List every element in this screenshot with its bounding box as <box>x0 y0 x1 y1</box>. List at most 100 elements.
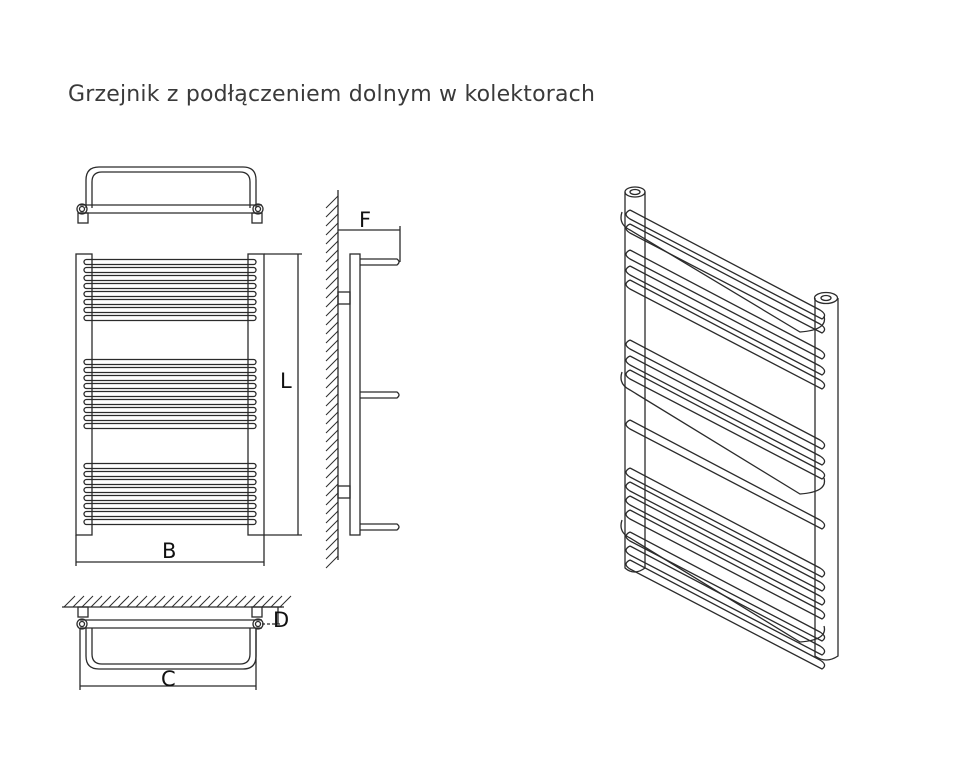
iso-bar <box>625 559 826 670</box>
hatch-line <box>325 420 339 434</box>
hatch-line <box>325 510 339 524</box>
front-bar <box>83 290 257 298</box>
iso-bar <box>625 531 826 642</box>
hatch-line <box>325 195 339 209</box>
hatch-line <box>325 402 339 416</box>
front-bar <box>83 282 257 290</box>
hatch-line <box>325 303 339 317</box>
iso-bar <box>625 467 826 578</box>
iso-bar <box>625 545 826 656</box>
front-bar <box>83 298 257 306</box>
hatch-line <box>135 595 148 608</box>
hatch-line <box>325 528 339 542</box>
front-view <box>75 253 265 536</box>
hatch-line <box>198 595 211 608</box>
wall-hatch <box>325 195 339 569</box>
hatch-line <box>325 330 339 344</box>
hatch-line <box>252 595 265 608</box>
hatch-line <box>144 595 157 608</box>
hatch-line <box>325 393 339 407</box>
iso-bar <box>625 249 826 360</box>
hatch-line <box>325 537 339 551</box>
iso-hook <box>620 371 826 495</box>
hatch-line <box>325 555 339 569</box>
hatch-line <box>171 595 184 608</box>
hatch-line <box>325 384 339 398</box>
iso-bar <box>625 495 826 606</box>
hatch-line <box>325 483 339 497</box>
front-bar <box>83 414 257 422</box>
iso-bar <box>625 355 826 466</box>
hatch-line <box>325 438 339 452</box>
hatch-line <box>325 231 339 245</box>
hatch-line <box>325 456 339 470</box>
iso-bar <box>625 339 826 450</box>
hatch-line <box>325 267 339 281</box>
front-bar <box>83 274 257 282</box>
hatch-line <box>325 501 339 515</box>
front-bar <box>83 382 257 390</box>
hatch-line <box>162 595 175 608</box>
hatch-line <box>325 213 339 227</box>
front-bar <box>83 314 257 322</box>
hatch-line <box>325 339 339 353</box>
hatch-line <box>325 474 339 488</box>
front-bar <box>83 518 257 526</box>
hatch-line <box>325 285 339 299</box>
front-bar <box>83 366 257 374</box>
hatch-line <box>325 240 339 254</box>
hatch-line <box>325 411 339 425</box>
iso-bar <box>625 265 826 376</box>
dimension-label-B: B <box>162 539 176 563</box>
side-bars <box>360 258 400 531</box>
hatch-line <box>325 546 339 560</box>
front-bar <box>83 258 257 266</box>
front-bar <box>83 478 257 486</box>
dimension-label-L: L <box>280 369 292 393</box>
front-bar <box>83 374 257 382</box>
front-bar <box>83 358 257 366</box>
hatch-line <box>325 519 339 533</box>
front-bar <box>83 422 257 430</box>
iso-bar <box>625 419 826 530</box>
hatch-line <box>180 595 193 608</box>
hatch-line <box>225 595 238 608</box>
front-bar <box>83 406 257 414</box>
hatch-line <box>126 595 139 608</box>
iso-bar <box>625 509 826 620</box>
hatch-line <box>81 595 94 608</box>
dimension-L <box>264 253 302 536</box>
front-bar <box>83 502 257 510</box>
dimension-label-F: F <box>359 208 371 232</box>
front-bar <box>83 470 257 478</box>
hatch-line <box>216 595 229 608</box>
dimension-F <box>338 226 401 262</box>
hatch-line <box>189 595 202 608</box>
front-bar <box>83 494 257 502</box>
iso-hook <box>620 211 826 333</box>
front-bar <box>83 306 257 314</box>
hatch-line <box>99 595 112 608</box>
hatch-line <box>325 465 339 479</box>
dimension-D <box>262 606 282 625</box>
hatch-line <box>72 595 85 608</box>
iso-hook <box>620 519 826 643</box>
hatch-line <box>243 595 256 608</box>
hatch-line <box>108 595 121 608</box>
dimension-label-C: C <box>161 667 176 691</box>
hatch-line <box>325 375 339 389</box>
bottom-wall-hatch <box>63 595 292 608</box>
hatch-line <box>325 294 339 308</box>
hatch-line <box>325 204 339 218</box>
hatch-line <box>279 595 292 608</box>
hatch-line <box>270 595 283 608</box>
isometric-view <box>620 186 839 670</box>
hatch-line <box>325 447 339 461</box>
hatch-line <box>325 348 339 362</box>
side-view <box>325 190 400 569</box>
iso-bar <box>625 369 826 480</box>
front-bar <box>83 510 257 518</box>
hatch-line <box>325 312 339 326</box>
hatch-line <box>63 595 76 608</box>
hatch-line <box>90 595 103 608</box>
